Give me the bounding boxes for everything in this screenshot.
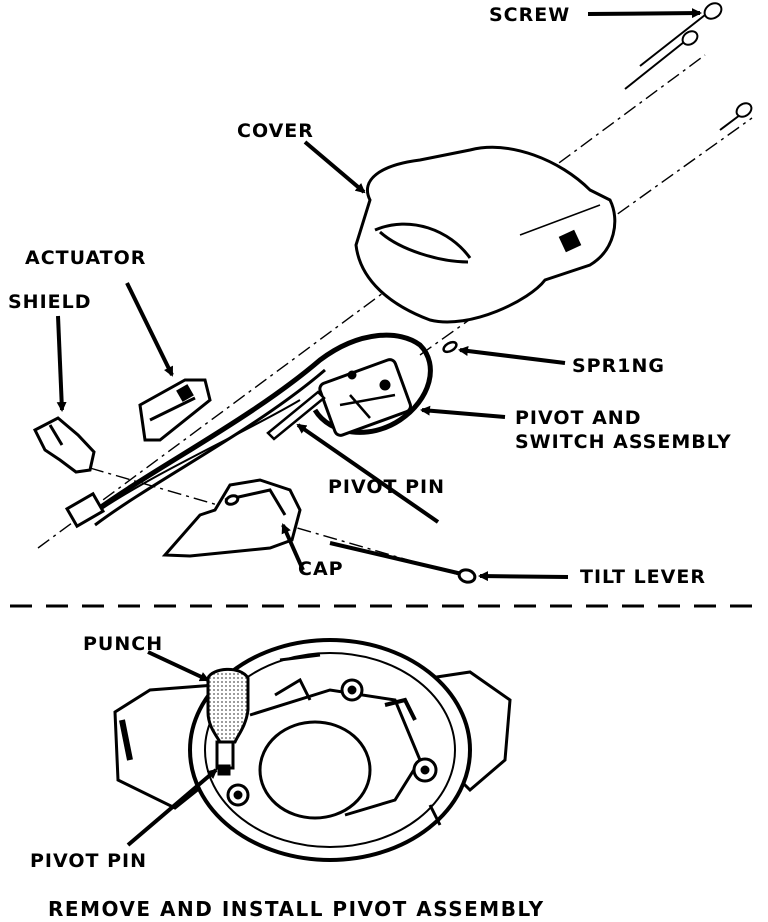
label-pivot-pin-bottom: PIVOT PIN [30, 850, 147, 872]
label-actuator: ACTUATOR [25, 247, 147, 269]
label-punch: PUNCH [83, 633, 164, 655]
label-cover: COVER [237, 120, 314, 142]
cover-part [354, 145, 617, 324]
punch-tool [206, 667, 250, 776]
cap-part [161, 478, 302, 558]
tilt-lever-part [329, 541, 477, 584]
detail-housing-part [113, 638, 512, 862]
leader-arrows-bottom [126, 650, 218, 847]
leader-arrows-top [56, 8, 702, 582]
pivot-switch-assembly-part [64, 332, 433, 529]
figure-caption: REMOVE AND INSTALL PIVOT ASSEMBLY [48, 897, 545, 921]
label-shield: SHIELD [8, 291, 92, 313]
label-pivot-pin-top: PIVOT PIN [328, 476, 445, 498]
screw-parts [624, 2, 753, 131]
label-spring: SPR1NG [572, 355, 665, 377]
spring-part [442, 340, 458, 354]
label-screw: SCREW [489, 4, 571, 26]
label-pivot-switch-line1: PIVOT AND [515, 407, 642, 429]
pivot-pin-part-top [266, 390, 326, 441]
actuator-part [138, 378, 212, 442]
label-cap: CAP [298, 558, 344, 580]
label-pivot-switch-line2: SWITCH ASSEMBLY [515, 431, 732, 453]
shield-part [32, 416, 96, 474]
label-tilt-lever: TILT LEVER [580, 566, 706, 588]
